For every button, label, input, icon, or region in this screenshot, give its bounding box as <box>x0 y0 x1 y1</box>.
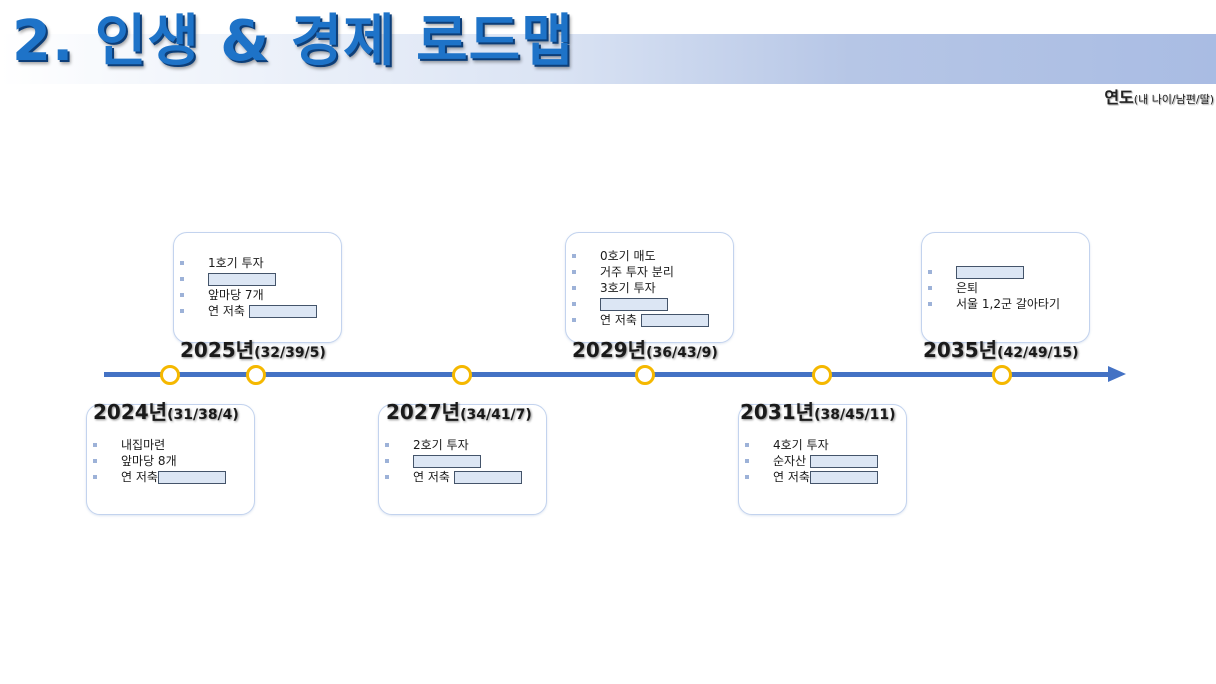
milestone-item: 연 저축 <box>739 469 906 485</box>
milestone-list: 2호기 투자 연 저축 <box>379 437 546 485</box>
milestone-item <box>922 264 1089 280</box>
milestone-card-2024: 내집마련 앞마당 8개 연 저축 <box>86 404 255 515</box>
redacted-value <box>453 471 522 484</box>
milestone-item <box>566 296 733 312</box>
milestone-year-2024: 2024년(31/38/4) <box>93 400 239 424</box>
milestone-card-2031: 4호기 투자 순자산 연 저축 <box>738 404 907 515</box>
milestone-item: 연 저축 <box>87 469 254 485</box>
milestone-item: 0호기 매도 <box>566 248 733 264</box>
legend-main: 연도 <box>1104 88 1134 107</box>
milestone-year-2031: 2031년(38/45/11) <box>740 400 896 424</box>
milestone-item: 연 저축 <box>566 312 733 328</box>
milestone-item: 연 저축 <box>379 469 546 485</box>
milestone-item: 1호기 투자 <box>174 255 341 271</box>
milestone-card-2025: 1호기 투자 앞마당 7개 연 저축 <box>173 232 342 343</box>
milestone-item <box>174 271 341 287</box>
milestone-item: 연 저축 <box>174 303 341 319</box>
milestone-item: 순자산 <box>739 453 906 469</box>
milestone-list: 1호기 투자 앞마당 7개 연 저축 <box>174 255 341 319</box>
milestone-item: 앞마당 7개 <box>174 287 341 303</box>
page-title: 2. 인생 & 경제 로드맵 <box>12 9 574 74</box>
timeline-arrowhead <box>1108 366 1126 382</box>
milestone-item: 4호기 투자 <box>739 437 906 453</box>
milestone-item: 은퇴 <box>922 280 1089 296</box>
milestone-item: 거주 투자 분리 <box>566 264 733 280</box>
milestone-year-2035: 2035년(42/49/15) <box>923 338 1079 362</box>
timeline-marker-2031 <box>812 365 832 385</box>
milestone-card-2027: 2호기 투자 연 저축 <box>378 404 547 515</box>
legend-sub: (내 나이/남편/딸) <box>1133 93 1214 106</box>
milestone-year-2029: 2029년(36/43/9) <box>572 338 718 362</box>
milestone-item: 서울 1,2군 갈아타기 <box>922 296 1089 312</box>
title-band <box>0 34 1216 84</box>
milestone-list: 은퇴 서울 1,2군 갈아타기 <box>922 264 1089 312</box>
milestone-list: 0호기 매도 거주 투자 분리 3호기 투자 연 저축 <box>566 248 733 328</box>
timeline-marker-2025 <box>246 365 266 385</box>
milestone-item <box>379 453 546 469</box>
redacted-value <box>157 471 226 484</box>
timeline-marker-2027 <box>452 365 472 385</box>
milestone-item: 3호기 투자 <box>566 280 733 296</box>
milestone-card-2029: 0호기 매도 거주 투자 분리 3호기 투자 연 저축 <box>565 232 734 343</box>
milestone-item: 내집마련 <box>87 437 254 453</box>
timeline-axis <box>104 372 1110 377</box>
axis-legend: 연도(내 나이/남편/딸) <box>1104 84 1214 108</box>
redacted-value <box>413 455 481 468</box>
milestone-list: 4호기 투자 순자산 연 저축 <box>739 437 906 485</box>
milestone-year-2025: 2025년(32/39/5) <box>180 338 326 362</box>
timeline-marker-2035 <box>992 365 1012 385</box>
milestone-list: 내집마련 앞마당 8개 연 저축 <box>87 437 254 485</box>
milestone-year-2027: 2027년(34/41/7) <box>386 400 532 424</box>
milestone-item: 2호기 투자 <box>379 437 546 453</box>
redacted-value <box>600 298 668 311</box>
milestone-card-2035: 은퇴 서울 1,2군 갈아타기 <box>921 232 1090 343</box>
redacted-value <box>248 305 317 318</box>
redacted-value <box>956 266 1024 279</box>
timeline-marker-2024 <box>160 365 180 385</box>
redacted-value <box>208 273 276 286</box>
redacted-value <box>640 314 709 327</box>
redacted-value <box>809 455 878 468</box>
timeline-marker-2029 <box>635 365 655 385</box>
milestone-item: 앞마당 8개 <box>87 453 254 469</box>
redacted-value <box>809 471 878 484</box>
